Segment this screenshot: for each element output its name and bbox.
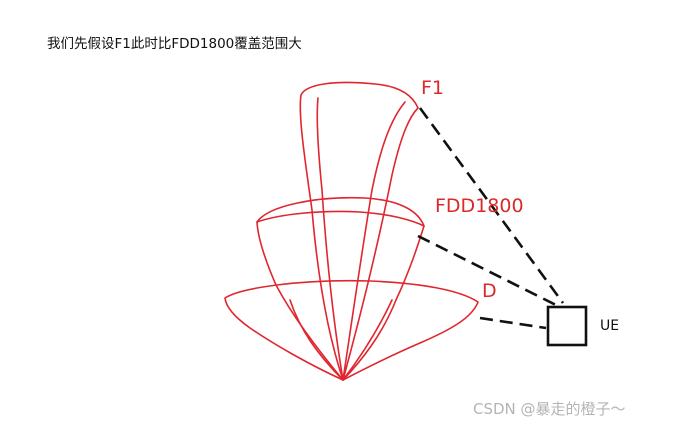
fdd1800-beam-outline <box>256 196 425 381</box>
d-link-line <box>479 316 547 330</box>
f1-beam-inner-left <box>316 97 344 381</box>
diagram-heading: 我们先假设F1此时比FDD1800覆盖范围大 <box>47 36 302 52</box>
d-beam-inner-right <box>342 299 393 381</box>
watermark: CSDN @暴走的橙子～ <box>473 400 626 418</box>
d-beam <box>224 279 479 381</box>
d-label: D <box>482 280 497 302</box>
ue-label: UE <box>600 318 619 334</box>
fdd1800-beam <box>256 196 425 381</box>
f1-beam-outline <box>299 81 419 381</box>
fdd1800-beam-inner <box>256 210 425 227</box>
fdd1800-label: FDD1800 <box>435 195 524 217</box>
d-beam-outline <box>224 279 479 381</box>
f1-label: F1 <box>421 77 444 99</box>
f1-beam <box>299 81 419 381</box>
f1-link-line <box>418 107 565 304</box>
d-beam-inner-left <box>289 299 344 381</box>
ue-box <box>546 305 588 347</box>
fdd1800-link-line <box>417 234 561 309</box>
f1-beam-inner-right <box>342 101 406 381</box>
